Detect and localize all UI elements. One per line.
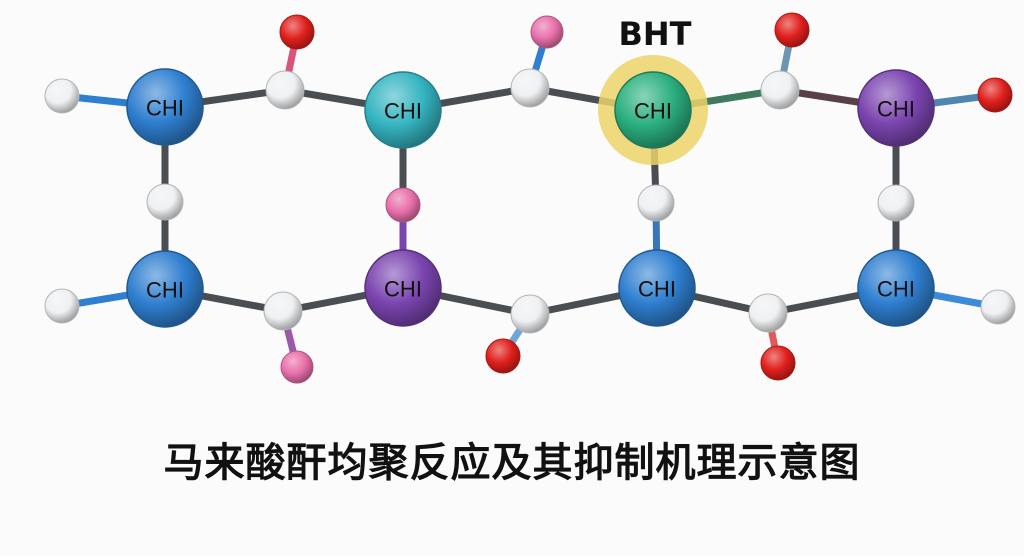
chi-node: CHI (857, 69, 935, 147)
chi-label: CHI (634, 99, 672, 124)
oxygen-atom (485, 338, 521, 374)
oxygen-atom (760, 345, 796, 381)
chi-label: CHI (877, 277, 915, 302)
chi-nodes-layer: CHI CHI CHI CHI CHI CHI CHI CHI (126, 68, 935, 328)
chi-node: CHI (618, 249, 696, 327)
hydrogen-atom (44, 78, 80, 114)
hydrogen-atom (980, 289, 1016, 325)
hydrogen-atom (877, 184, 915, 222)
chi-node: CHI (364, 71, 442, 149)
chi-label: CHI (146, 278, 184, 303)
chi-node: CHI (364, 249, 442, 327)
hydrogen-atom (146, 183, 184, 221)
hydrogen-atom (760, 70, 800, 110)
chi-label: CHI (877, 97, 915, 122)
figure-caption: 马来酸酐均聚反应及其抑制机理示意图 (163, 440, 861, 486)
hydrogen-atom (637, 184, 675, 222)
chi-label: CHI (638, 277, 676, 302)
oxygen-atom (279, 14, 315, 50)
hydrogen-atom (748, 293, 788, 333)
hydrogen-atom (265, 70, 305, 110)
pink-atom (530, 15, 564, 49)
pink-atom (385, 187, 421, 223)
chi-node-bht: CHI (614, 71, 692, 149)
chi-label: CHI (146, 96, 184, 121)
oxygen-atom (774, 12, 810, 48)
chi-node: CHI (857, 249, 935, 327)
small-atoms-layer (44, 12, 1016, 384)
bht-annotation: BHT (619, 15, 692, 53)
chi-node: CHI (126, 250, 204, 328)
pink-atom (280, 350, 314, 384)
hydrogen-atom (510, 294, 550, 334)
hydrogen-atom (510, 68, 550, 108)
oxygen-atom (977, 77, 1013, 113)
chi-label: CHI (384, 277, 422, 302)
chi-label: CHI (384, 99, 422, 124)
hydrogen-atom (44, 288, 80, 324)
chi-node: CHI (126, 68, 204, 146)
hydrogen-atom (263, 291, 303, 331)
